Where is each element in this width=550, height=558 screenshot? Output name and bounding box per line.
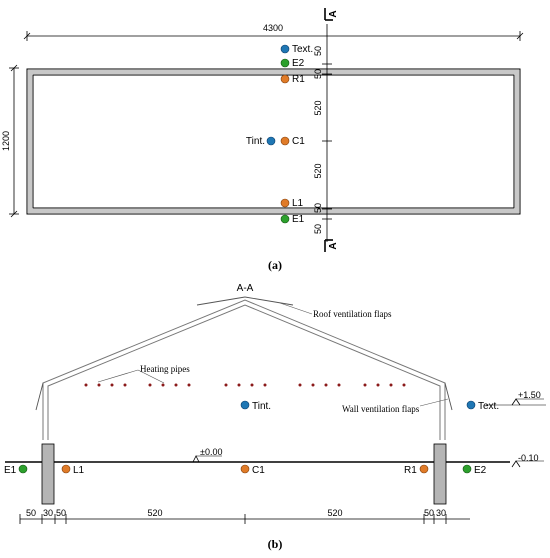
roof-flaps-label: Roof ventilation flaps xyxy=(313,309,392,319)
section-horizontal-dims: 50 30 50 520 520 50 30 xyxy=(19,508,470,524)
section-sensor-e1: E1 xyxy=(4,464,28,476)
svg-text:Text.: Text. xyxy=(478,401,499,412)
svg-text:L1: L1 xyxy=(292,198,304,209)
hdim-4: 520 xyxy=(147,508,162,518)
section-mark-top: A xyxy=(324,8,339,21)
section-sensor-text: Text. xyxy=(466,400,499,412)
hdim-6: 50 xyxy=(424,508,434,518)
heating-pipes-label: Heating pipes xyxy=(140,364,190,374)
section-title: A-A xyxy=(237,283,254,294)
hdim-2: 30 xyxy=(43,508,53,518)
svg-text:Text.: Text. xyxy=(292,44,313,55)
svg-text:E1: E1 xyxy=(4,465,17,476)
vdim-4: 520 xyxy=(313,163,323,178)
level-high-marker: +1.50 xyxy=(486,390,546,406)
svg-text:Tint.: Tint. xyxy=(246,136,265,147)
greenhouse-frame xyxy=(42,299,446,440)
section-sensor-e2: E2 xyxy=(462,464,487,476)
svg-text:±0.00: ±0.00 xyxy=(200,447,222,457)
svg-text:R1: R1 xyxy=(292,74,305,85)
vdim-6: 50 xyxy=(313,224,323,234)
plan-sensor-r1: R1 xyxy=(280,74,305,85)
plan-sensor-e2: E2 xyxy=(280,58,305,69)
caption-b: (b) xyxy=(268,537,283,551)
section-sensor-r1: R1 xyxy=(404,464,429,476)
plan-sensor-c1: C1 xyxy=(280,136,305,147)
vdim-1: 50 xyxy=(313,46,323,56)
plan-sensor-e1: E1 xyxy=(280,214,305,225)
hdim-1: 50 xyxy=(26,508,36,518)
plan-width-dim: 1200 xyxy=(1,131,11,151)
vdim-2: 50 xyxy=(313,69,323,79)
caption-a: (a) xyxy=(268,258,282,272)
wall-flap-left xyxy=(35,382,44,411)
roof-flap-right xyxy=(244,296,294,306)
level-low-marker: -0.10 xyxy=(511,453,544,468)
hdim-7: 30 xyxy=(436,508,446,518)
section-sensor-c1: C1 xyxy=(240,464,265,476)
foundation-right xyxy=(433,443,447,505)
svg-text:A: A xyxy=(328,242,339,249)
plan-sensor-text: Text. xyxy=(280,44,313,55)
plan-sensor-l1: L1 xyxy=(280,198,304,209)
svg-text:R1: R1 xyxy=(404,465,417,476)
svg-text:E2: E2 xyxy=(292,58,305,69)
svg-text:+1.50: +1.50 xyxy=(518,390,541,400)
svg-text:Tint.: Tint. xyxy=(252,401,271,412)
level-zero-marker: ±0.00 xyxy=(192,447,222,463)
roof-flap-left xyxy=(196,296,246,306)
svg-text:A: A xyxy=(328,10,339,17)
foundation-left xyxy=(41,443,55,505)
svg-text:E1: E1 xyxy=(292,214,305,225)
plan-inner-wall xyxy=(32,74,515,209)
plan-length-dim: 4300 xyxy=(263,23,283,33)
section-mark-bottom: A xyxy=(324,239,339,252)
section-view: A-A Roof ventilation flaps Heating pipes… xyxy=(4,283,546,551)
svg-text:C1: C1 xyxy=(252,465,265,476)
hdim-3: 50 xyxy=(56,508,66,518)
svg-text:-0.10: -0.10 xyxy=(518,453,539,463)
plan-outer-wall xyxy=(26,68,521,215)
plan-view: 4300 1200 A A xyxy=(1,8,524,272)
section-sensor-l1: L1 xyxy=(61,464,85,476)
svg-text:L1: L1 xyxy=(73,465,85,476)
svg-text:E2: E2 xyxy=(474,465,487,476)
svg-text:C1: C1 xyxy=(292,136,305,147)
wall-flap-right xyxy=(444,382,453,411)
vdim-3: 520 xyxy=(313,100,323,115)
section-sensor-tint: Tint. xyxy=(240,400,271,412)
hdim-5: 520 xyxy=(327,508,342,518)
plan-vertical-dims: 50 50 520 520 50 50 xyxy=(313,46,332,234)
wall-flaps-label: Wall ventilation flaps xyxy=(342,404,420,414)
plan-sensor-tint: Tint. xyxy=(246,136,276,147)
heating-pipes xyxy=(84,383,406,387)
vdim-5: 50 xyxy=(313,203,323,213)
